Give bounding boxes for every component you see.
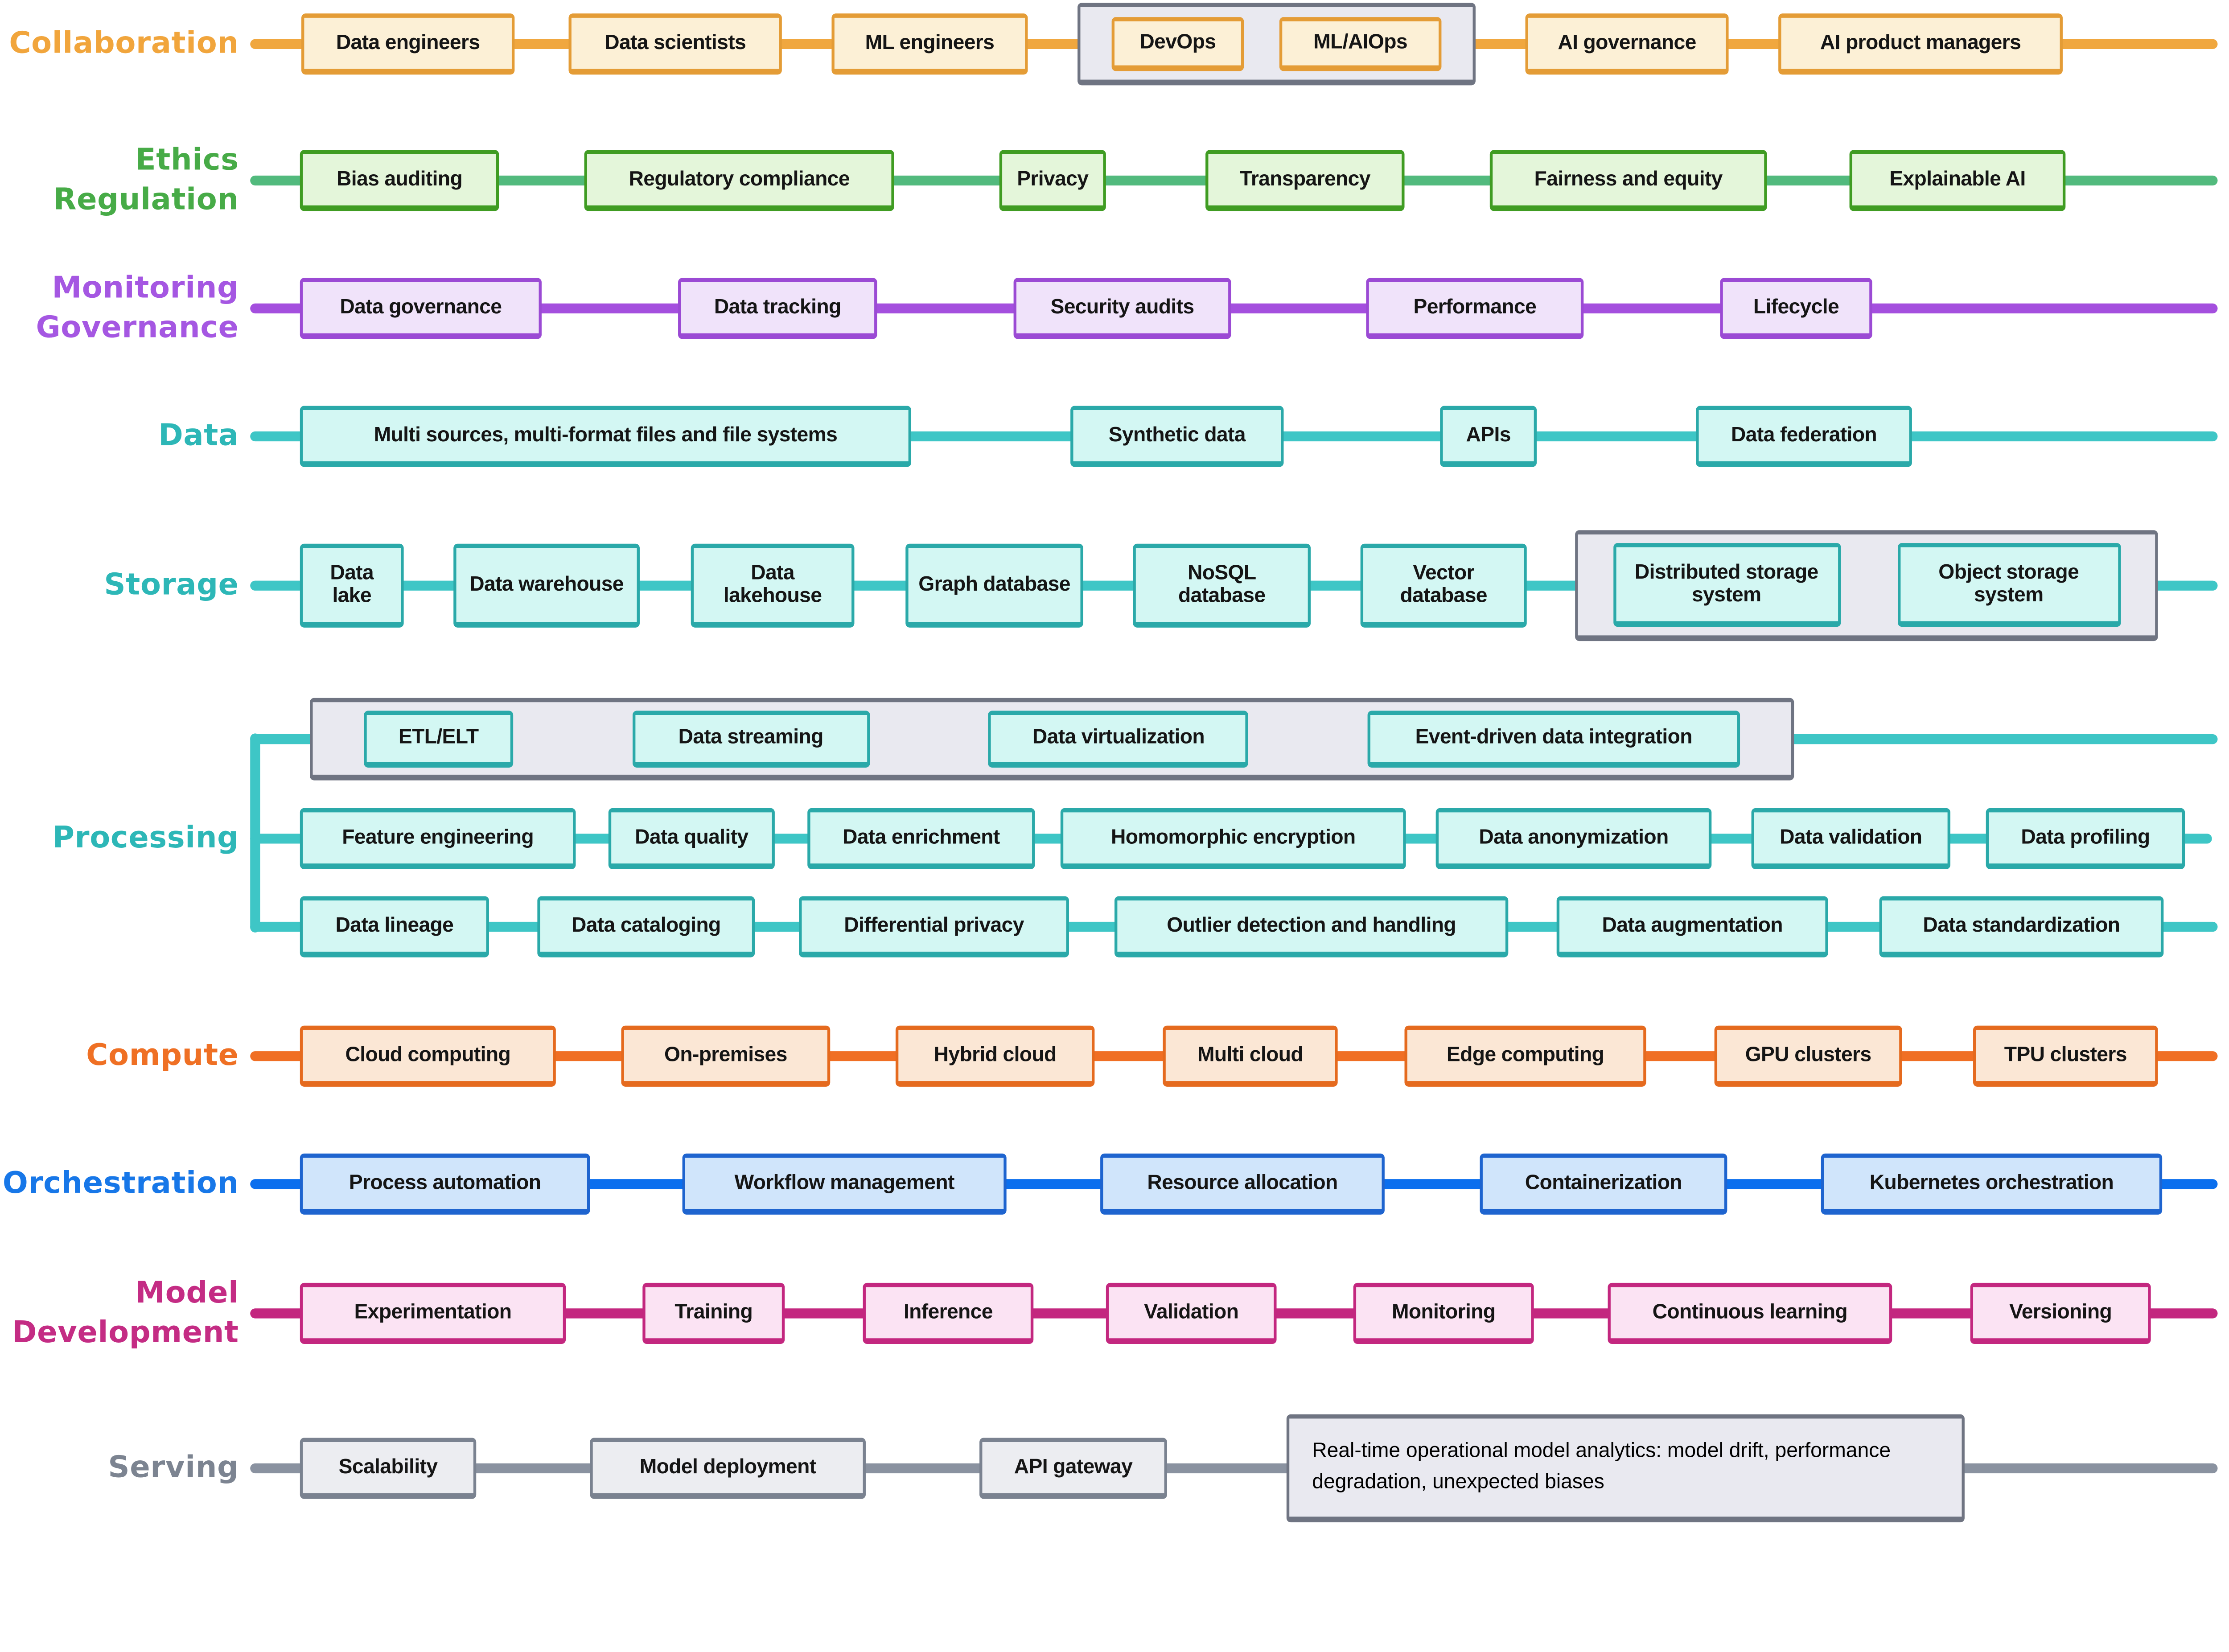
row-label-serving: Serving	[108, 1450, 239, 1484]
node-cloud-computing: Cloud computing	[300, 1025, 556, 1087]
node-synthetic-data: Synthetic data	[1070, 406, 1284, 467]
row-label-model-development: Model Development	[12, 1275, 239, 1349]
node-data-governance: Data governance	[300, 278, 542, 339]
node-lifecycle: Lifecycle	[1720, 278, 1872, 339]
node-kubernetes-orchestration: Kubernetes orchestration	[1821, 1153, 2163, 1215]
node-ml-aiops: ML/AIOps	[1279, 16, 1442, 70]
row-label-monitoring-governance: Monitoring Governance	[36, 270, 239, 344]
node-monitoring: Monitoring	[1353, 1282, 1534, 1344]
node-validation: Validation	[1106, 1282, 1277, 1344]
node-data-streaming: Data streaming	[632, 710, 870, 767]
node-etl-elt: ETL/ELT	[364, 710, 514, 767]
node-tpu-clusters: TPU clusters	[1973, 1025, 2158, 1087]
node-data-virtualization: Data virtualization	[988, 710, 1249, 767]
node-on-premises: On-premises	[621, 1025, 831, 1087]
node-data-enrichment: Data enrichment	[807, 808, 1035, 869]
node-event-driven-data-integration: Event-driven data integration	[1367, 710, 1740, 767]
node-ml-engineers: ML engineers	[831, 13, 1028, 75]
node-data-warehouse: Data warehouse	[453, 543, 640, 628]
node-model-deployment: Model deployment	[590, 1438, 866, 1499]
processing-branch-connector	[250, 733, 260, 933]
node-privacy: Privacy	[999, 150, 1106, 211]
node-multi-cloud: Multi cloud	[1163, 1025, 1338, 1087]
node-distributed-storage-system: Distributed storage system	[1612, 543, 1840, 627]
node-ai-product-managers: AI product managers	[1778, 13, 2063, 75]
node-fairness-and-equity: Fairness and equity	[1489, 150, 1767, 211]
node-api-gateway: API gateway	[979, 1438, 1167, 1499]
row-label-orchestration: Orchestration	[2, 1166, 239, 1200]
monitoring-line	[250, 303, 2218, 314]
node-resource-allocation: Resource allocation	[1100, 1153, 1385, 1215]
node-data-lakehouse: Data lakehouse	[691, 543, 855, 628]
group-data-integration: ETL/ELT Data streaming Data virtualizati…	[310, 698, 1794, 781]
node-gpu-clusters: GPU clusters	[1714, 1025, 1902, 1087]
node-differential-privacy: Differential privacy	[799, 896, 1069, 958]
node-hybrid-cloud: Hybrid cloud	[895, 1025, 1095, 1087]
node-devops: DevOps	[1111, 16, 1244, 70]
node-explainable-ai: Explainable AI	[1849, 150, 2066, 211]
node-experimentation: Experimentation	[300, 1282, 566, 1344]
node-data-validation: Data validation	[1751, 808, 1950, 869]
node-continuous-learning: Continuous learning	[1608, 1282, 1892, 1344]
row-label-compute: Compute	[86, 1038, 239, 1072]
row-label-processing: Processing	[52, 820, 239, 855]
node-data-quality: Data quality	[608, 808, 775, 869]
node-edge-computing: Edge computing	[1404, 1025, 1646, 1087]
node-data-standardization: Data standardization	[1879, 896, 2164, 958]
node-process-automation: Process automation	[300, 1153, 590, 1215]
node-apis: APIs	[1440, 406, 1537, 467]
node-training: Training	[642, 1282, 785, 1344]
node-security-audits: Security audits	[1013, 278, 1231, 339]
node-multi-sources: Multi sources, multi-format files and fi…	[300, 406, 912, 467]
node-transparency: Transparency	[1205, 150, 1405, 211]
node-data-augmentation: Data augmentation	[1556, 896, 1828, 958]
node-ai-governance: AI governance	[1525, 13, 1729, 75]
node-regulatory-compliance: Regulatory compliance	[584, 150, 894, 211]
ml-infrastructure-diagram: Collaboration Data engineers Data scient…	[2, 3, 2218, 1523]
row-label-storage: Storage	[104, 567, 239, 602]
node-data-tracking: Data tracking	[678, 278, 877, 339]
row-label-data: Data	[158, 418, 239, 452]
node-scalability: Scalability	[300, 1438, 477, 1499]
node-versioning: Versioning	[1970, 1282, 2151, 1344]
node-workflow-management: Workflow management	[682, 1153, 1007, 1215]
node-data-scientists: Data scientists	[568, 13, 782, 75]
node-graph-database: Graph database	[905, 543, 1083, 628]
node-feature-engineering: Feature engineering	[300, 808, 576, 869]
node-nosql-database: NoSQL database	[1133, 543, 1311, 628]
node-vector-database: Vector database	[1360, 543, 1527, 628]
node-outlier-detection-and-handling: Outlier detection and handling	[1114, 896, 1509, 958]
node-object-storage-system: Object storage system	[1897, 543, 2121, 627]
node-performance: Performance	[1366, 278, 1584, 339]
node-data-engineers: Data engineers	[301, 13, 515, 75]
node-homomorphic-encryption: Homomorphic encryption	[1060, 808, 1406, 869]
node-data-federation: Data federation	[1696, 406, 1912, 467]
group-storage-systems: Distributed storage system Object storag…	[1575, 530, 2158, 641]
node-realtime-model-analytics: Real-time operational model analytics: m…	[1286, 1414, 1965, 1523]
node-inference: Inference	[863, 1282, 1034, 1344]
node-data-lineage: Data lineage	[300, 896, 489, 958]
row-label-ethics-regulation: Ethics Regulation	[53, 142, 239, 216]
node-containerization: Containerization	[1480, 1153, 1727, 1215]
node-data-cataloging: Data cataloging	[537, 896, 755, 958]
group-devops-mlaiops: DevOps ML/AIOps	[1077, 3, 1476, 86]
node-data-anonymization: Data anonymization	[1435, 808, 1712, 869]
node-bias-auditing: Bias auditing	[300, 150, 499, 211]
row-label-collaboration: Collaboration	[9, 25, 239, 60]
node-data-profiling: Data profiling	[1986, 808, 2185, 869]
node-data-lake: Data lake	[300, 543, 404, 628]
